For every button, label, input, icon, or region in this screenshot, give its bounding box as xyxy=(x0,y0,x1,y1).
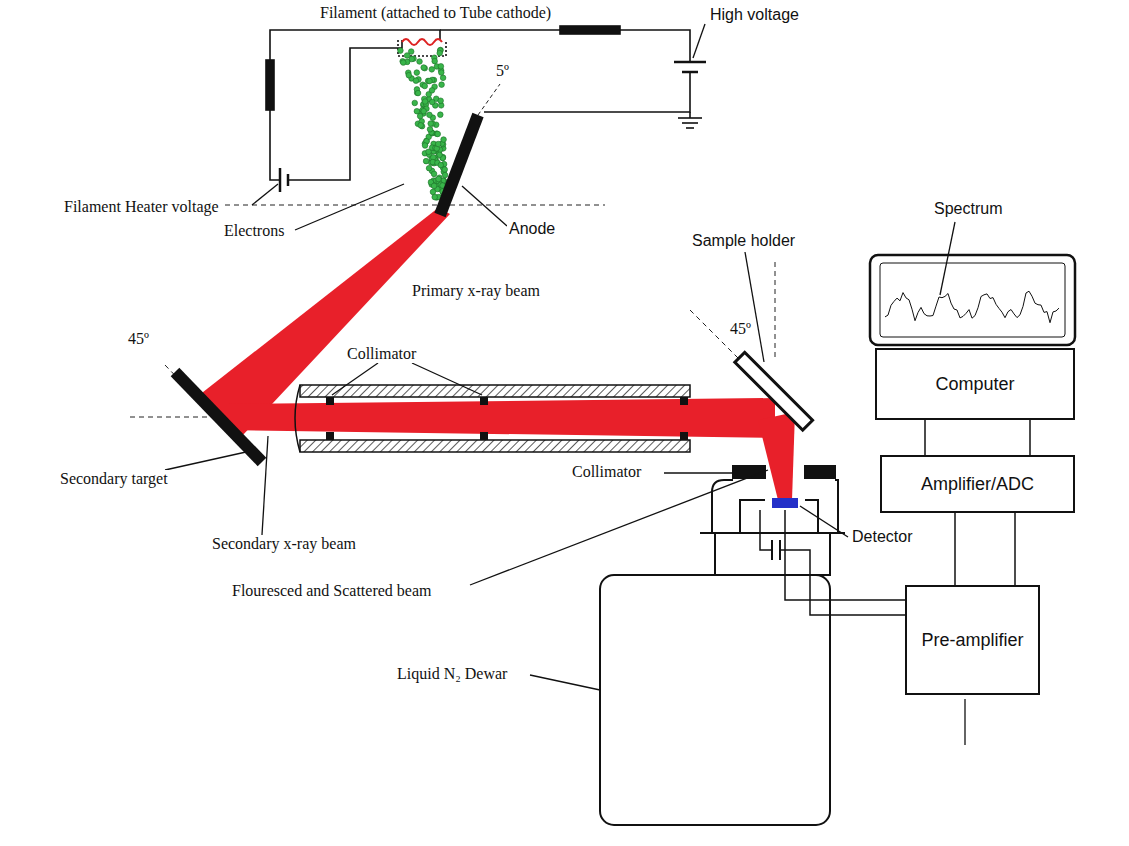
part-label: Collimator xyxy=(345,345,418,363)
part-label: Detector xyxy=(850,528,914,546)
primary-beam xyxy=(198,208,450,436)
leader-lines xyxy=(165,24,965,745)
part-label: 45º xyxy=(728,320,753,338)
part-label: 45º xyxy=(126,330,151,348)
part-label: Anode xyxy=(507,220,557,238)
filament-coil xyxy=(402,39,442,45)
part-label: Filament (attached to Tube cathode) xyxy=(318,4,553,22)
screen xyxy=(880,263,1065,337)
angle-line xyxy=(478,84,500,115)
sample-holder xyxy=(735,352,813,430)
part-label: Flouresced and Scattered beam xyxy=(230,582,433,600)
part-label: Secondary target xyxy=(58,470,170,488)
electron-cloud xyxy=(398,47,449,200)
detector-housing xyxy=(600,466,905,825)
monitor xyxy=(870,255,1075,345)
process-box: Pre-amplifier xyxy=(905,585,1040,695)
spectrum-trace xyxy=(885,291,1059,323)
fluoresced-beam xyxy=(758,412,795,500)
part-label: Collimator xyxy=(570,463,643,481)
part-label: Spectrum xyxy=(932,200,1004,218)
part-label: Electrons xyxy=(222,222,286,240)
tube-circuit xyxy=(266,26,706,192)
part-label: 5º xyxy=(494,62,511,80)
detector-crystal xyxy=(772,498,798,508)
process-box: Computer xyxy=(875,348,1075,420)
part-label: Filament Heater voltage xyxy=(62,198,221,216)
collimator-tube xyxy=(295,385,690,452)
box-label: Pre-amplifier xyxy=(921,630,1023,651)
secondary-beam xyxy=(225,398,775,438)
part-label: Primary x-ray beam xyxy=(410,282,542,300)
signal-cable xyxy=(925,420,1030,455)
anode xyxy=(440,115,478,215)
process-box: Amplifier/ADC xyxy=(880,455,1075,513)
secondary-target xyxy=(175,372,262,462)
part-label: Liquid N₂ Dewar xyxy=(395,665,509,683)
box-label: Computer xyxy=(935,374,1014,395)
signal-cable xyxy=(955,513,1015,585)
part-label: Sample holder xyxy=(690,232,797,250)
reference-line xyxy=(225,205,605,206)
part-label: High voltage xyxy=(708,6,801,24)
box-label: Amplifier/ADC xyxy=(921,474,1034,495)
part-label: Secondary x-ray beam xyxy=(210,535,358,553)
